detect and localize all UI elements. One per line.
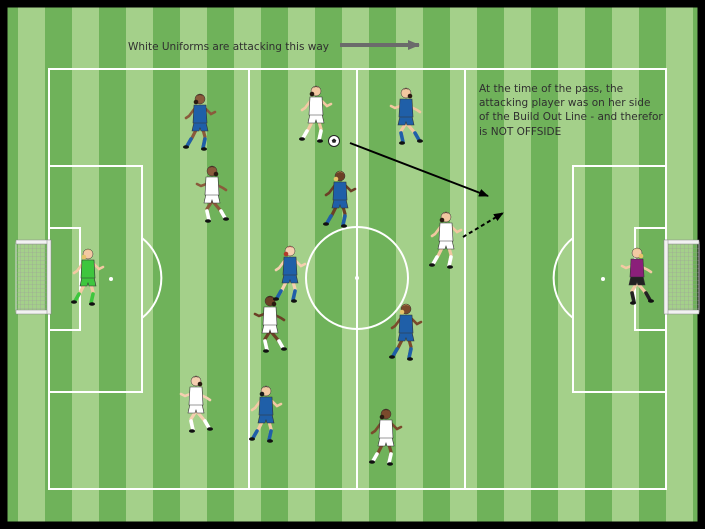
left-penalty-spot — [109, 277, 113, 281]
goal-net-icon — [664, 240, 699, 314]
annotation-line: is NOT OFFSIDE — [479, 125, 663, 139]
grass-stripe — [342, 0, 369, 529]
center-spot — [355, 276, 359, 280]
grass-stripe — [450, 0, 477, 529]
grass-stripe — [558, 0, 585, 529]
grass-stripe — [126, 0, 153, 529]
annotation-line: of the Build Out Line - and therefor — [479, 110, 663, 124]
annotation-line: At the time of the pass, the — [479, 82, 663, 96]
attacking-direction-label: White Uniforms are attacking this way — [128, 40, 329, 54]
grass-stripe — [396, 0, 423, 529]
offside-annotation: At the time of the pass, the attacking p… — [479, 82, 663, 139]
annotation-line: attacking player was on her side — [479, 96, 663, 110]
grass-stripe — [180, 0, 207, 529]
goal-net-icon — [16, 240, 51, 314]
grass-stripe — [234, 0, 261, 529]
grass-stripe — [504, 0, 531, 529]
soccer-ball-icon — [329, 136, 340, 147]
right-penalty-spot — [601, 277, 605, 281]
